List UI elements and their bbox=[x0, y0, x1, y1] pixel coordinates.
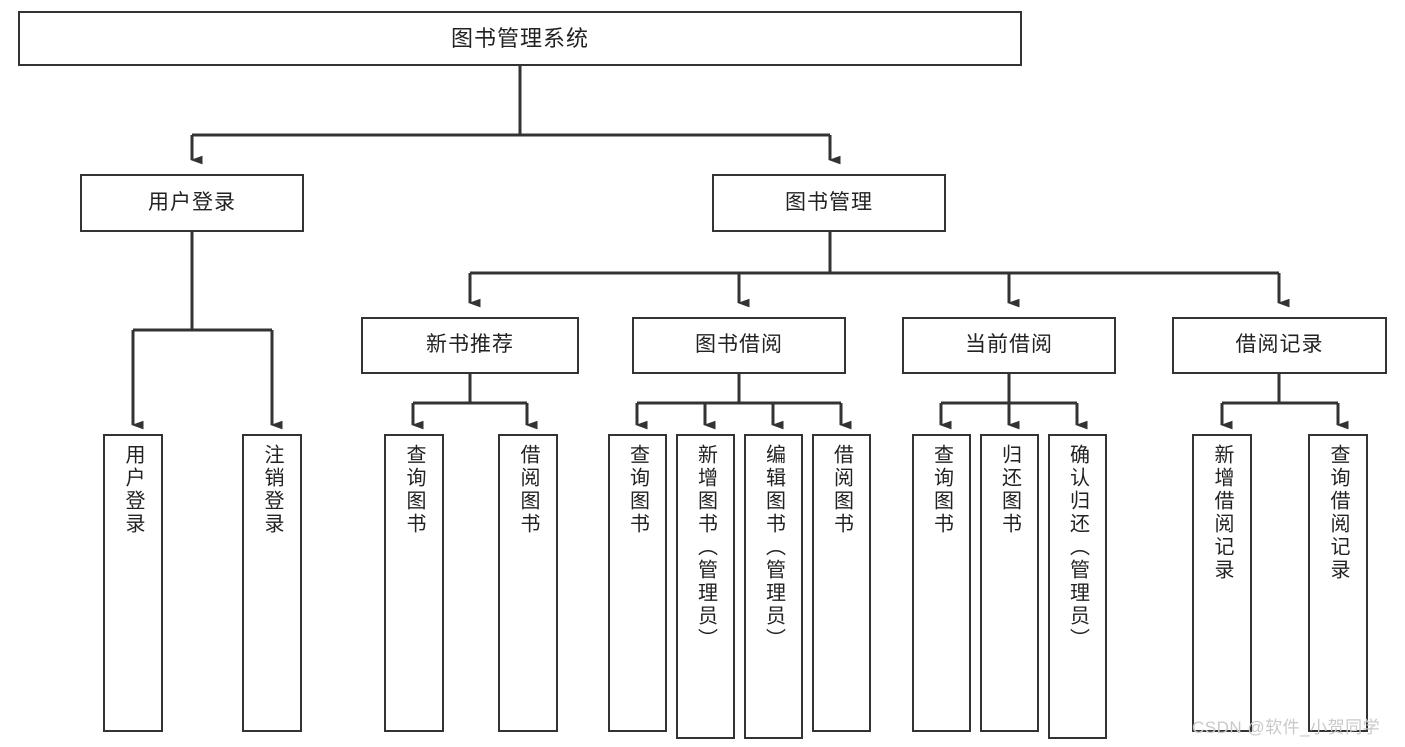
node-label: 借阅图书 bbox=[830, 444, 853, 536]
leaf-query-book-borrow[interactable]: 查询图书 bbox=[608, 434, 667, 732]
node-book-management[interactable]: 图书管理 bbox=[712, 174, 946, 232]
node-borrow-record[interactable]: 借阅记录 bbox=[1172, 317, 1387, 374]
node-book-borrow[interactable]: 图书借阅 bbox=[632, 317, 846, 374]
node-new-book-recommendation[interactable]: 新书推荐 bbox=[361, 317, 579, 374]
leaf-query-book-current[interactable]: 查询图书 bbox=[912, 434, 971, 732]
node-label: 确认归还（管理员） bbox=[1066, 444, 1089, 651]
leaf-user-login[interactable]: 用户登录 bbox=[103, 434, 163, 732]
node-label: 查询图书 bbox=[626, 444, 649, 536]
node-current-borrow[interactable]: 当前借阅 bbox=[902, 317, 1116, 374]
leaf-borrow-book-new-recommendation[interactable]: 借阅图书 bbox=[498, 434, 558, 732]
node-label: 编辑图书（管理员） bbox=[762, 444, 785, 651]
node-label: 注销登录 bbox=[261, 444, 283, 536]
node-label: 查询借阅记录 bbox=[1327, 444, 1349, 582]
node-label: 用户登录 bbox=[122, 444, 144, 536]
leaf-query-book-new-recommendation[interactable]: 查询图书 bbox=[384, 434, 444, 732]
node-label: 借阅图书 bbox=[517, 444, 539, 536]
node-label: 图书借阅 bbox=[695, 333, 783, 357]
leaf-logout[interactable]: 注销登录 bbox=[242, 434, 302, 732]
node-label: 归还图书 bbox=[998, 444, 1021, 536]
node-label: 用户登录 bbox=[148, 190, 236, 214]
node-user-login[interactable]: 用户登录 bbox=[80, 174, 304, 232]
leaf-confirm-return-admin[interactable]: 确认归还（管理员） bbox=[1048, 434, 1107, 739]
leaf-borrow-book-borrow[interactable]: 借阅图书 bbox=[812, 434, 871, 732]
node-label: 当前借阅 bbox=[965, 333, 1053, 357]
node-label: 借阅记录 bbox=[1235, 333, 1324, 357]
leaf-add-book-admin[interactable]: 新增图书（管理员） bbox=[676, 434, 735, 739]
node-label: 查询图书 bbox=[403, 444, 425, 536]
node-label: 新增图书（管理员） bbox=[694, 444, 717, 651]
node-label: 新书推荐 bbox=[426, 333, 514, 357]
leaf-add-borrow-record[interactable]: 新增借阅记录 bbox=[1192, 434, 1252, 732]
node-label: 图书管理 bbox=[785, 190, 873, 214]
leaf-return-book[interactable]: 归还图书 bbox=[980, 434, 1039, 732]
node-label: 查询图书 bbox=[930, 444, 953, 536]
leaf-edit-book-admin[interactable]: 编辑图书（管理员） bbox=[744, 434, 803, 739]
csdn-watermark: CSDN @软件_小贺同学 bbox=[1192, 718, 1381, 737]
leaf-query-borrow-record[interactable]: 查询借阅记录 bbox=[1308, 434, 1368, 732]
node-root-system[interactable]: 图书管理系统 bbox=[18, 11, 1022, 66]
node-label: 新增借阅记录 bbox=[1211, 444, 1233, 582]
node-label: 图书管理系统 bbox=[450, 25, 589, 51]
